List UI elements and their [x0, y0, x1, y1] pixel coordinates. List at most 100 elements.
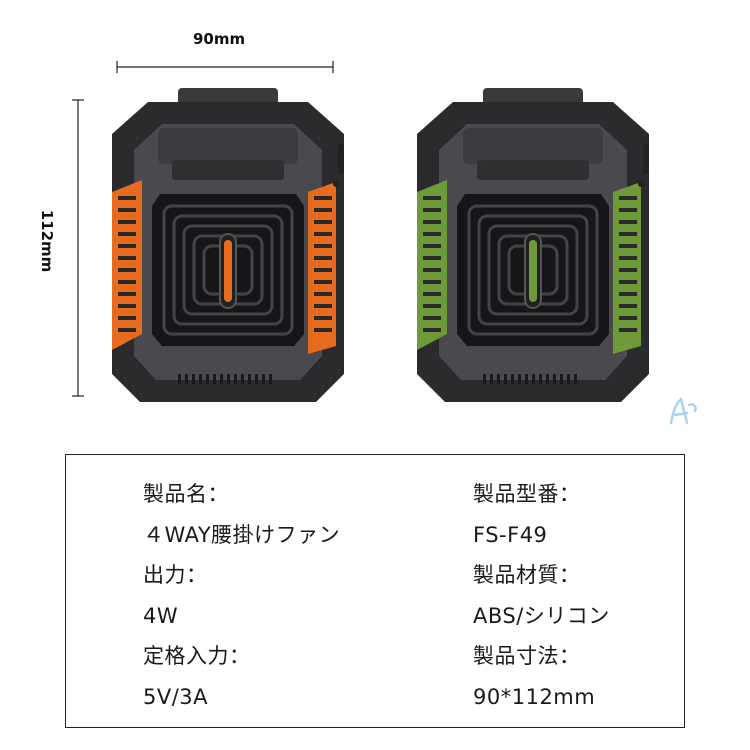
fan-grille-ring — [467, 204, 599, 336]
vent-slot-right — [314, 268, 332, 272]
spec-label-model: 製品型番： — [473, 482, 581, 506]
bottom-vent-slot — [539, 374, 542, 384]
product-image-area: 90mm 112mm — [38, 30, 697, 425]
vent-slot-right — [314, 196, 332, 200]
bottom-vent-slot — [248, 374, 251, 384]
bottom-vent-slot — [241, 374, 244, 384]
vent-slot-left — [118, 256, 136, 260]
spec-value-model: FS-F49 — [473, 522, 548, 547]
vent-slot-left — [118, 208, 136, 212]
bottom-vent-slot — [497, 374, 500, 384]
vent-slot-left — [423, 232, 441, 236]
side-port — [638, 181, 644, 187]
vent-slot-left — [423, 220, 441, 224]
hinge-base — [477, 160, 589, 180]
side-panel-left — [112, 180, 142, 350]
fan-grille-ring — [487, 224, 579, 316]
spec-value-output: 4W — [143, 603, 179, 628]
side-button — [643, 144, 649, 174]
vent-slot-left — [423, 244, 441, 248]
bottom-vent-slot — [192, 374, 195, 384]
bottom-vent-slot — [511, 374, 514, 384]
spec-label-material: 製品材質： — [473, 563, 581, 587]
vent-slot-right — [619, 232, 637, 236]
vent-slot-right — [619, 328, 637, 332]
vent-slot-right — [619, 256, 637, 260]
vent-slot-left — [423, 280, 441, 284]
hinge-block — [158, 128, 298, 164]
vent-slot-right — [619, 304, 637, 308]
hinge-block — [463, 128, 603, 164]
spec-label-rated-input: 定格入力： — [143, 644, 251, 668]
vent-slot-left — [423, 304, 441, 308]
bottom-vent-slot — [199, 374, 202, 384]
vent-slot-left — [423, 316, 441, 320]
spec-label-product-name: 製品名： — [143, 482, 229, 506]
bottom-vent-slot — [504, 374, 507, 384]
vent-slot-right — [314, 256, 332, 260]
fan-device-green — [417, 88, 649, 402]
bottom-vent-slot — [553, 374, 556, 384]
dimension-lines — [72, 61, 334, 397]
center-light — [224, 240, 232, 302]
bottom-vent-slot — [255, 374, 258, 384]
vent-slot-right — [619, 196, 637, 200]
vent-slot-left — [118, 220, 136, 224]
vent-slot-left — [423, 292, 441, 296]
spec-value-product-name: ４WAY腰掛けファン — [143, 522, 341, 547]
vent-slot-right — [619, 316, 637, 320]
bottom-vent-slot — [567, 374, 570, 384]
spec-label-size: 製品寸法： — [473, 644, 581, 668]
vent-slot-right — [314, 220, 332, 224]
spec-table: 製品名： ４WAY腰掛けファン 出力： 4W 定格入力： 5V/3A 製品型番：… — [65, 454, 685, 728]
spec-label-output: 出力： — [143, 563, 208, 587]
vent-slot-left — [423, 208, 441, 212]
vent-slot-right — [314, 208, 332, 212]
bottom-vent-slot — [490, 374, 493, 384]
vent-slot-right — [619, 292, 637, 296]
spec-value-size: 90*112mm — [473, 684, 596, 709]
vent-slot-left — [118, 196, 136, 200]
bottom-vent-slot — [483, 374, 486, 384]
bottom-vent-slot — [532, 374, 535, 384]
vent-slot-right — [619, 280, 637, 284]
vent-slot-right — [314, 304, 332, 308]
vent-slot-left — [118, 316, 136, 320]
spec-column-right: 製品型番： FS-F49 製品材質： ABS/シリコン 製品寸法： 90*112… — [473, 477, 610, 720]
bottom-vent-slot — [546, 374, 549, 384]
side-panel-left — [417, 180, 447, 350]
vent-slot-right — [314, 328, 332, 332]
bottom-vent-slot — [206, 374, 209, 384]
vent-slot-right — [619, 220, 637, 224]
fan-grille-ring — [162, 204, 294, 336]
vent-slot-right — [619, 244, 637, 248]
vent-slot-left — [118, 268, 136, 272]
vent-slot-left — [423, 196, 441, 200]
vent-slot-left — [423, 268, 441, 272]
bottom-vent-slot — [185, 374, 188, 384]
bottom-vent-slot — [574, 374, 577, 384]
vent-slot-left — [423, 256, 441, 260]
bottom-vent-slot — [525, 374, 528, 384]
bottom-vent-slot — [227, 374, 230, 384]
bottom-vent-slot — [213, 374, 216, 384]
spec-value-material: ABS/シリコン — [473, 603, 610, 628]
spec-column-left: 製品名： ４WAY腰掛けファン 出力： 4W 定格入力： 5V/3A — [143, 477, 340, 720]
fan-grille-ring — [477, 214, 589, 326]
vent-slot-right — [314, 316, 332, 320]
bottom-vent-slot — [220, 374, 223, 384]
bottom-vent-slot — [518, 374, 521, 384]
bottom-vent-slot — [560, 374, 563, 384]
vent-slot-right — [314, 292, 332, 296]
fan-grille-ring — [182, 224, 274, 316]
brand-watermark-icon — [669, 397, 697, 425]
vent-slot-left — [118, 304, 136, 308]
center-light — [529, 240, 537, 302]
bottom-vent-slot — [262, 374, 265, 384]
vent-slot-left — [118, 328, 136, 332]
bottom-vent-slot — [234, 374, 237, 384]
bottom-vent-slot — [269, 374, 272, 384]
vent-slot-right — [619, 208, 637, 212]
width-dimension-label: 90mm — [193, 30, 246, 48]
vent-slot-right — [314, 232, 332, 236]
